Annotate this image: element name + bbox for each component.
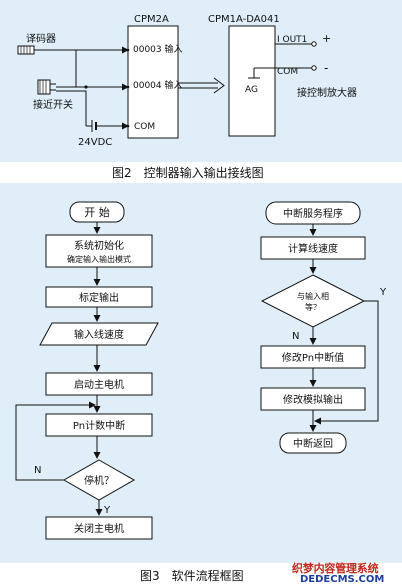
input-speed-text: 输入线速度	[74, 328, 124, 341]
wiring-diagram-panel: CPM2A CPM1A-DA041 译码器 接近开关 24VDC 00003 输…	[0, 0, 402, 162]
flowchart-panel: 开 始 系统初始化 确定输入输出模式 标定输出 输入线速度 启动主电机 Pn计数…	[0, 183, 402, 563]
proximity-switch-icon	[37, 79, 56, 95]
input-speed-box	[39, 322, 159, 346]
input-00004-label: 00004 输入	[133, 79, 183, 91]
init-text-line2: 确定输入输出模式	[67, 254, 131, 264]
modify-analog-text: 修改模拟输出	[283, 393, 343, 406]
wiring-diagram: CPM2A CPM1A-DA041 译码器 接近开关 24VDC 00003 输…	[17, 14, 357, 148]
compare-text-line1: 与输入相	[297, 291, 329, 301]
amplifier-label: 接控制放大器	[297, 86, 357, 99]
watermark-title: 织梦内容管理系统	[292, 562, 379, 575]
compare-no-label: N	[292, 331, 299, 342]
compare-text-line2: 等？	[305, 302, 321, 312]
da-com-label: COM	[277, 67, 298, 77]
ag-label: AG	[245, 85, 258, 95]
stop-motor-text: 关闭主电机	[74, 522, 124, 535]
supply-label: 24VDC	[78, 137, 112, 148]
plc-box	[127, 25, 179, 139]
calc-speed-text: 计算线速度	[288, 242, 338, 255]
plc-to-da-connector	[178, 77, 225, 94]
plc-title: CPM2A	[134, 14, 169, 25]
stop-yes-label: Y	[103, 505, 111, 516]
start-text: 开 始	[84, 205, 110, 219]
calibrate-text: 标定输出	[79, 291, 119, 304]
stop-motor-box	[45, 516, 153, 540]
flowchart: 开 始 系统初始化 确定输入输出模式 标定输出 输入线速度 启动主电机 Pn计数…	[15, 201, 387, 540]
isr-title-text: 中断服务程序	[283, 207, 343, 220]
watermark-site: DEDECMS.COM	[300, 574, 385, 585]
figure3-caption: 图3 软件流程框图	[140, 569, 244, 583]
plus-terminal-label: +	[322, 32, 331, 45]
start-motor-box	[45, 372, 153, 396]
input-00003-label: 00003 输入	[133, 43, 183, 55]
init-text-line1: 系统初始化	[74, 239, 124, 252]
stop-no-label: N	[34, 465, 41, 476]
proximity-label: 接近开关	[33, 98, 73, 111]
compare-yes-label: Y	[379, 287, 387, 298]
plc-com-label: COM	[134, 122, 155, 132]
pn-interrupt-text: Pn计数中断	[73, 419, 125, 432]
stop-decision-text: 停机？	[84, 474, 114, 487]
compare-decision	[260, 274, 366, 328]
iout1-label: I OUT1	[277, 35, 307, 45]
start-motor-text: 启动主电机	[74, 378, 124, 391]
pn-interrupt-box	[45, 413, 153, 437]
encoder-label: 译码器	[26, 33, 56, 45]
minus-terminal-label: -	[324, 61, 328, 75]
da-title: CPM1A-DA041	[208, 14, 280, 25]
modify-pn-text: 修改Pn中断值	[282, 351, 344, 364]
init-box	[45, 234, 153, 268]
figure2-caption: 图2 控制器输入输出接线图	[112, 166, 264, 180]
encoder-icon	[17, 45, 44, 55]
calibrate-box	[45, 286, 153, 308]
isr-return-terminal	[279, 432, 347, 454]
isr-return-text: 中断返回	[293, 437, 333, 450]
da-module-box	[228, 25, 276, 137]
